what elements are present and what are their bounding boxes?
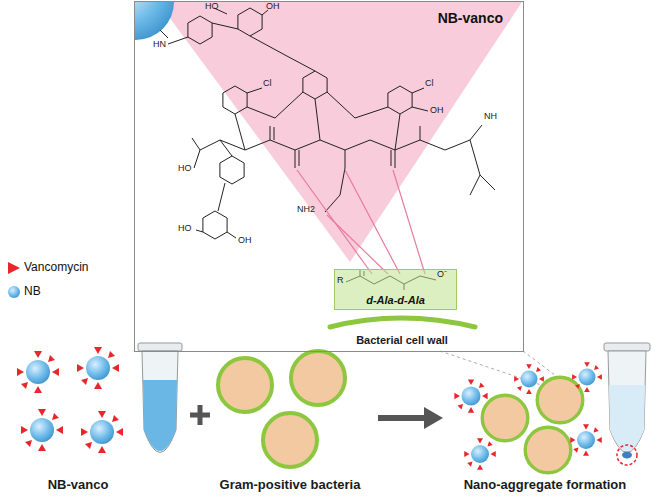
atom-label: R	[337, 276, 344, 286]
atom-label: OH	[238, 236, 252, 246]
cell-wall-arc	[330, 318, 475, 327]
tube-pellet	[604, 343, 650, 465]
process-arrow	[378, 415, 426, 421]
legend-circle	[8, 286, 20, 298]
aggregate-group	[454, 362, 602, 473]
atom-label: OH	[266, 2, 280, 12]
plus-sign	[190, 405, 210, 425]
stage-label: NB-vanco	[48, 478, 109, 492]
inset-panel: NB-vanco d-Ala-d-Ala	[134, 1, 524, 352]
nb-vanco-cluster	[17, 347, 123, 453]
legend-text: Vancomycin	[24, 261, 88, 274]
atom-label: HO	[178, 164, 192, 174]
vancomycin-triangle	[158, 2, 522, 262]
atom-label: Cl	[425, 79, 434, 89]
atom-label: NH	[484, 112, 497, 122]
stage-label: Nano-aggregate formation	[464, 478, 627, 492]
tube-blue	[138, 343, 182, 453]
atom-label: HO	[205, 2, 219, 12]
vancomycin-structure	[160, 8, 495, 239]
atom-label: HN	[153, 40, 166, 50]
bacteria-group	[218, 351, 345, 467]
legend-triangle	[8, 262, 20, 274]
atom-label: O⁻	[437, 270, 447, 280]
arrow-head	[424, 407, 443, 429]
legend-text: NB	[24, 285, 41, 298]
cell-wall-label: Bacterial cell wall	[356, 334, 448, 346]
atom-label: HO	[178, 224, 192, 234]
hydrogen-bonds	[297, 170, 425, 274]
nanobead	[135, 2, 174, 40]
atom-label: OH	[430, 106, 444, 116]
inset-art	[135, 2, 522, 262]
binding-site-label: d-Ala-d-Ala	[366, 294, 425, 307]
panel-title: NB-vanco	[438, 10, 503, 26]
atom-label: Cl	[263, 79, 272, 89]
atom-label: NH2	[297, 205, 315, 215]
stage-label: Gram-positive bacteria	[220, 478, 361, 492]
